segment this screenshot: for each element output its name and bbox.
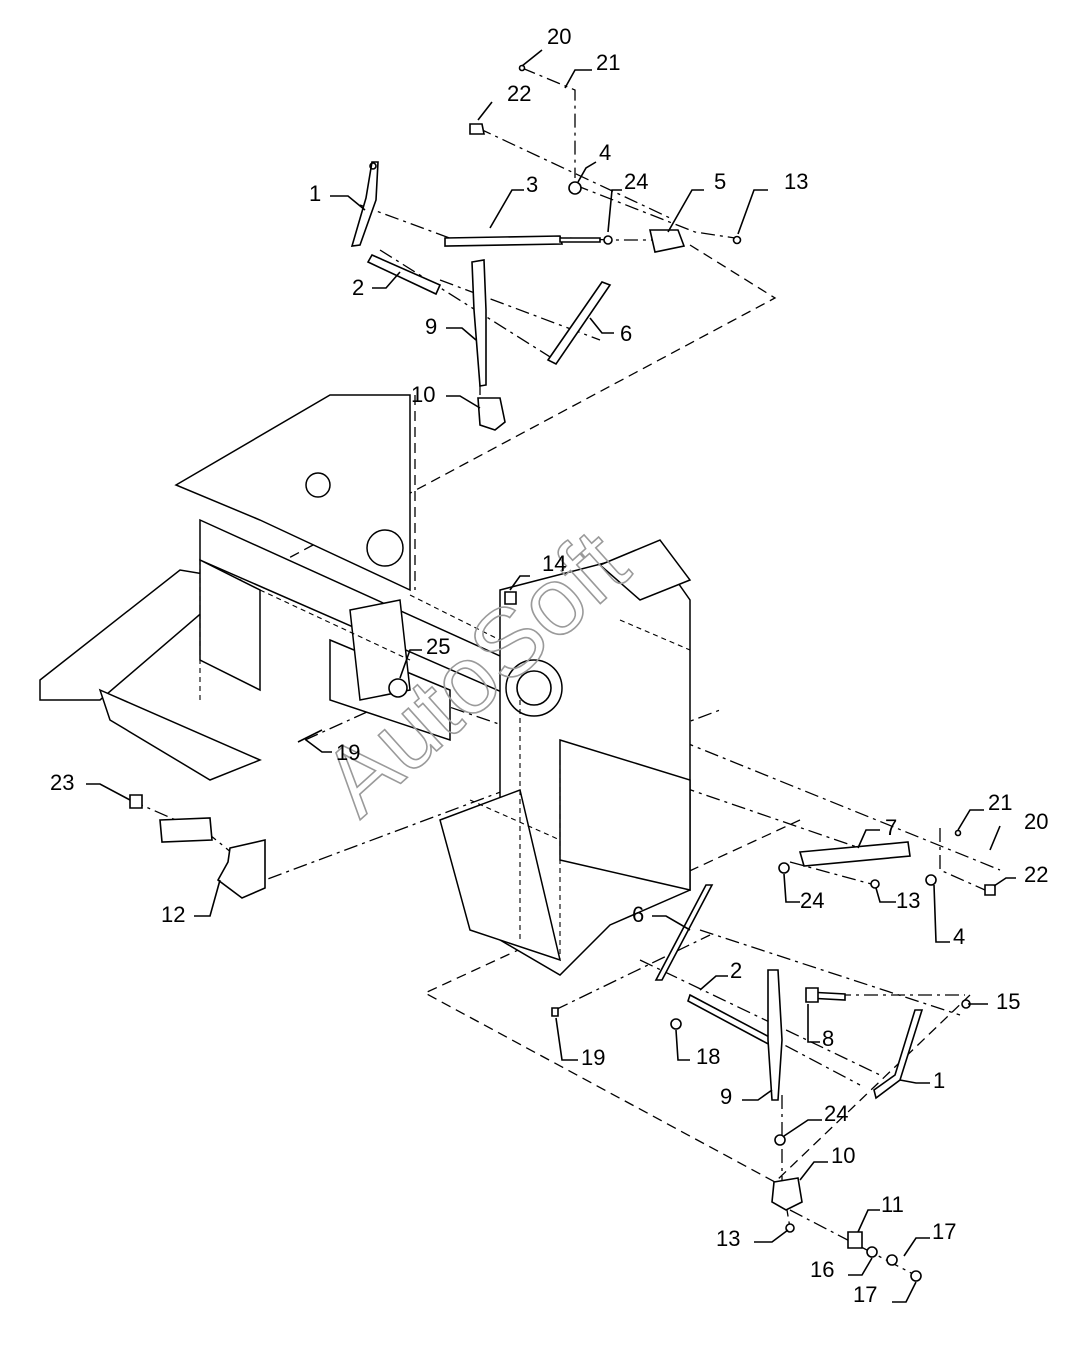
callout-2: 2 bbox=[352, 275, 364, 300]
callout-24-lower: 24 bbox=[800, 888, 824, 913]
callout-2-lower: 2 bbox=[730, 958, 742, 983]
callout-14: 14 bbox=[542, 551, 566, 576]
callout-22-lower: 22 bbox=[1024, 862, 1048, 887]
callout-9-lower: 9 bbox=[720, 1084, 732, 1109]
callout-13-lower: 13 bbox=[896, 888, 920, 913]
callout-6: 6 bbox=[620, 321, 632, 346]
callout-4: 4 bbox=[599, 140, 611, 165]
callout-24-bottom: 24 bbox=[824, 1101, 848, 1126]
callout-5: 5 bbox=[714, 169, 726, 194]
lower-linkage bbox=[551, 829, 996, 1282]
callout-24: 24 bbox=[624, 169, 648, 194]
callout-16: 16 bbox=[810, 1257, 834, 1282]
callout-17: 17 bbox=[932, 1219, 956, 1244]
callout-20-lower: 20 bbox=[1024, 809, 1048, 834]
callout-17-bottom: 17 bbox=[853, 1282, 877, 1307]
callout-1: 1 bbox=[309, 181, 321, 206]
callout-18: 18 bbox=[696, 1044, 720, 1069]
upper-linkage bbox=[350, 64, 742, 431]
callout-21: 21 bbox=[596, 50, 620, 75]
callout-10-lower: 10 bbox=[831, 1143, 855, 1168]
callout-20: 20 bbox=[547, 24, 571, 49]
callout-8: 8 bbox=[822, 1026, 834, 1051]
callout-labels: 20 21 22 4 1 3 24 5 13 2 9 6 10 14 25 19… bbox=[50, 24, 1048, 1307]
callout-3: 3 bbox=[526, 172, 538, 197]
callout-10: 10 bbox=[411, 382, 435, 407]
main-frame bbox=[39, 394, 692, 976]
callout-21-lower: 21 bbox=[988, 790, 1012, 815]
callout-22: 22 bbox=[507, 81, 531, 106]
callout-25: 25 bbox=[426, 634, 450, 659]
frame-parts bbox=[129, 591, 517, 899]
callout-19: 19 bbox=[336, 740, 360, 765]
callout-13: 13 bbox=[784, 169, 808, 194]
callout-6-lower: 6 bbox=[632, 902, 644, 927]
callout-4-lower: 4 bbox=[953, 924, 965, 949]
callout-19-lower: 19 bbox=[581, 1045, 605, 1070]
callout-15: 15 bbox=[996, 989, 1020, 1014]
callout-13-bottom: 13 bbox=[716, 1226, 740, 1251]
callout-7: 7 bbox=[885, 815, 897, 840]
callout-11: 11 bbox=[881, 1192, 904, 1217]
callout-23: 23 bbox=[50, 770, 74, 795]
callout-1-lower: 1 bbox=[933, 1068, 945, 1093]
callout-12: 12 bbox=[161, 902, 185, 927]
callout-9: 9 bbox=[425, 314, 437, 339]
callout-leaders bbox=[86, 49, 1016, 1303]
